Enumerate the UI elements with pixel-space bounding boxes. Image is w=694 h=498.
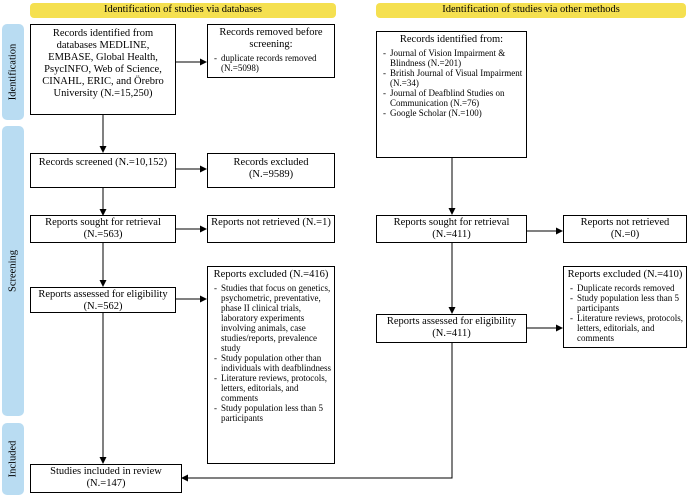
box-records-identified-other: Records identified from: Journal of Visi… bbox=[376, 31, 527, 158]
phase-identification: Identification bbox=[2, 24, 24, 120]
box-records-excluded: Records excluded (N.=9589) bbox=[207, 153, 335, 188]
records-removed-title: Records removed before screening: bbox=[219, 27, 323, 50]
other-identified-list: Journal of Vision Impairment & Blindness… bbox=[380, 48, 523, 118]
list-item: Google Scholar (N.=100) bbox=[383, 108, 523, 118]
header-databases: Identification of studies via databases bbox=[30, 3, 336, 18]
phase-screening: Screening bbox=[2, 126, 24, 416]
box-other-reports-sought: Reports sought for retrieval (N.=411) bbox=[376, 215, 527, 243]
list-item: Studies that focus on genetics, psychome… bbox=[214, 283, 331, 353]
records-removed-list: duplicate records removed (N.=5098) bbox=[211, 53, 331, 73]
box-records-identified-databases: Records identified from databases MEDLIN… bbox=[30, 24, 176, 115]
box-reports-assessed: Reports assessed for eligibility (N.=562… bbox=[30, 287, 176, 313]
list-item: duplicate records removed (N.=5098) bbox=[214, 53, 331, 73]
box-reports-excluded-databases: Reports excluded (N.=416) Studies that f… bbox=[207, 266, 335, 464]
list-item: Journal of Vision Impairment & Blindness… bbox=[383, 48, 523, 68]
arrow-other-assessed-to-included bbox=[181, 343, 453, 482]
box-reports-sought: Reports sought for retrieval (N.=563) bbox=[30, 215, 176, 243]
list-item: British Journal of Visual Impairment (N.… bbox=[383, 68, 523, 88]
list-item: Study population less than 5 participant… bbox=[570, 293, 683, 313]
list-item: Literature reviews, protocols, letters, … bbox=[570, 313, 683, 343]
list-item: Literature reviews, protocols, letters, … bbox=[214, 373, 331, 403]
other-identified-title: Records identified from: bbox=[399, 34, 504, 45]
other-reports-excluded-title: Reports excluded (N.=410) bbox=[567, 269, 683, 280]
list-item: Study population less than 5 participant… bbox=[214, 403, 331, 423]
box-other-reports-not-retrieved: Reports not retrieved (N.=0) bbox=[563, 215, 687, 243]
box-records-removed: Records removed before screening: duplic… bbox=[207, 24, 335, 78]
phase-included: Included bbox=[2, 423, 24, 495]
box-other-reports-assessed: Reports assessed for eligibility (N.=411… bbox=[376, 314, 527, 343]
box-records-screened: Records screened (N.=10,152) bbox=[30, 153, 176, 188]
other-reports-excluded-list: Duplicate records removed Study populati… bbox=[567, 283, 683, 343]
reports-excluded-title: Reports excluded (N.=416) bbox=[213, 269, 329, 280]
header-other-methods: Identification of studies via other meth… bbox=[376, 3, 686, 18]
box-studies-included: Studies included in review (N.=147) bbox=[30, 464, 182, 493]
list-item: Study population other than individuals … bbox=[214, 353, 331, 373]
reports-excluded-list: Studies that focus on genetics, psychome… bbox=[211, 283, 331, 423]
box-reports-not-retrieved: Reports not retrieved (N.=1) bbox=[207, 215, 335, 243]
list-item: Duplicate records removed bbox=[570, 283, 683, 293]
list-item: Journal of Deafblind Studies on Communic… bbox=[383, 88, 523, 108]
box-reports-excluded-other: Reports excluded (N.=410) Duplicate reco… bbox=[563, 266, 687, 348]
